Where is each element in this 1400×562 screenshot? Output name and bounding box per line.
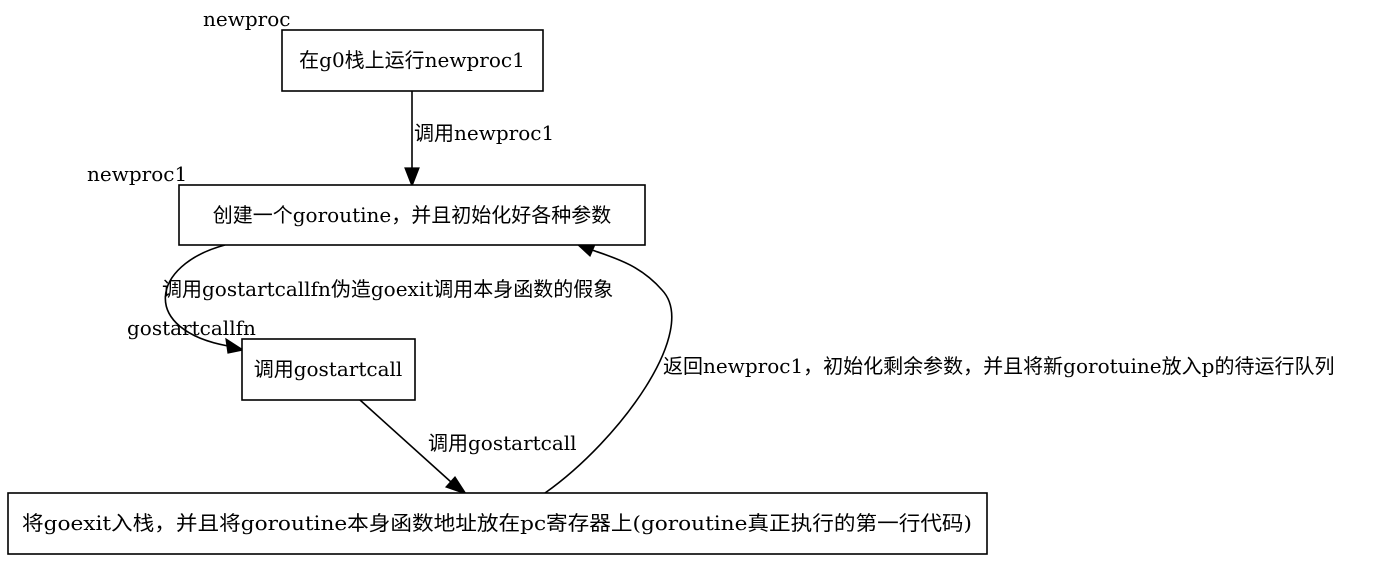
node-label: 创建一个goroutine，并且初始化好各种参数 — [213, 203, 611, 227]
node-box — [178, 184, 646, 246]
node-create-goroutine: 创建一个goroutine，并且初始化好各种参数 — [178, 184, 646, 246]
caption-newproc: newproc — [203, 7, 290, 31]
node-box — [241, 338, 416, 401]
edge-line — [544, 249, 673, 494]
node-push-goexit: 将goexit入栈，并且将goroutine本身函数地址放在pc寄存器上(gor… — [7, 492, 988, 555]
arrow-head — [225, 337, 245, 354]
arrow-head — [444, 476, 468, 496]
node-box — [281, 29, 544, 92]
arrow-head — [404, 167, 420, 188]
edge-line — [164, 244, 229, 347]
edge-line — [359, 399, 452, 483]
node-call-gostartcall: 调用gostartcall — [241, 338, 416, 401]
edge-newproc-to-newproc1: 调用newproc1 — [404, 91, 554, 188]
edge-goexit-back-to-newproc1: 返回newproc1，初始化剩余参数，并且将新gorotuine放入p的待运行队… — [544, 241, 1334, 494]
edge-newproc1-to-gostartcall: 调用gostartcallfn伪造goexit调用本身函数的假象 — [162, 244, 613, 354]
edge-gostartcall-to-goexit: 调用gostartcall — [359, 399, 577, 496]
edge-label-call-gostartcallfn: 调用gostartcallfn伪造goexit调用本身函数的假象 — [162, 277, 613, 301]
node-label: 将goexit入栈，并且将goroutine本身函数地址放在pc寄存器上(gor… — [22, 511, 972, 535]
edge-label-call-gostartcall: 调用gostartcall — [428, 431, 577, 455]
edge-label-call-newproc1: 调用newproc1 — [414, 121, 554, 145]
edge-label-return-newproc1: 返回newproc1，初始化剩余参数，并且将新gorotuine放入p的待运行队… — [663, 354, 1334, 378]
node-label: 调用gostartcall — [254, 357, 403, 381]
caption-newproc1: newproc1 — [87, 162, 187, 186]
node-run-newproc1: 在g0栈上运行newproc1 — [281, 29, 544, 92]
caption-gostartcallfn: gostartcallfn — [127, 316, 256, 340]
node-label: 在g0栈上运行newproc1 — [299, 48, 525, 72]
node-box — [7, 492, 988, 555]
